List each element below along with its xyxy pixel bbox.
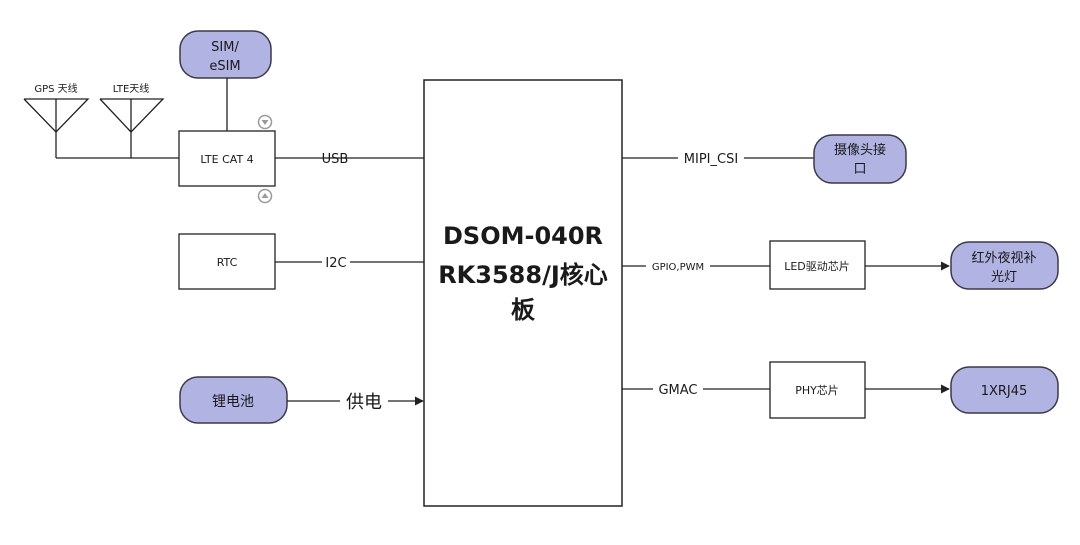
- lte-antenna-label: LTE天线: [113, 82, 150, 95]
- rtc-block: RTC: [178, 233, 276, 290]
- i2c-label: I2C: [325, 256, 346, 271]
- core-board-block: DSOM-040R RK3588/J核心 板: [423, 79, 623, 507]
- core-board-title-line1: DSOM-040R: [443, 222, 603, 250]
- gps-antenna-label: GPS 天线: [34, 82, 77, 95]
- scroll-down-icon[interactable]: [257, 114, 273, 130]
- camera-interface-block: 摄像头接 口: [813, 134, 907, 184]
- lte-cat4-label: LTE CAT 4: [200, 153, 253, 166]
- power-label: 供电: [346, 392, 382, 413]
- core-board-title-line2: RK3588/J核心: [438, 261, 608, 289]
- core-board-title-line3: 板: [511, 296, 536, 324]
- battery-label: 锂电池: [212, 394, 254, 410]
- gpio-label: GPIO,PWM: [652, 262, 704, 273]
- sim-label-line2: eSIM: [209, 59, 240, 74]
- lte-antenna: LTE天线: [99, 82, 165, 158]
- gmac-label: GMAC: [658, 383, 697, 398]
- gps-antenna: GPS 天线: [23, 82, 90, 158]
- led-driver-block: LED驱动芯片: [769, 240, 866, 290]
- rtc-label: RTC: [217, 256, 238, 269]
- phy-chip-label: PHY芯片: [795, 383, 839, 397]
- rj45-label: 1XRJ45: [981, 384, 1028, 399]
- usb-label: USB: [322, 152, 349, 167]
- mipi-label: MIPI_CSI: [684, 152, 738, 167]
- led-driver-label: LED驱动芯片: [784, 259, 850, 273]
- sim-label-line1: SIM/: [211, 40, 239, 55]
- battery-block: 锂电池: [179, 376, 288, 424]
- rj45-block: 1XRJ45: [950, 366, 1059, 414]
- ir-light-label-line2: 光灯: [991, 270, 1017, 285]
- lte-cat4-block: LTE CAT 4: [178, 130, 276, 187]
- camera-label-line1: 摄像头接: [834, 142, 886, 158]
- ir-light-label-line1: 红外夜视补: [971, 250, 1036, 266]
- scroll-up-icon[interactable]: [257, 188, 273, 204]
- ir-light-block: 红外夜视补 光灯: [950, 241, 1059, 290]
- phy-chip-block: PHY芯片: [769, 361, 866, 419]
- sim-esim-block: SIM/ eSIM: [179, 30, 272, 79]
- camera-label-line2: 口: [853, 162, 866, 177]
